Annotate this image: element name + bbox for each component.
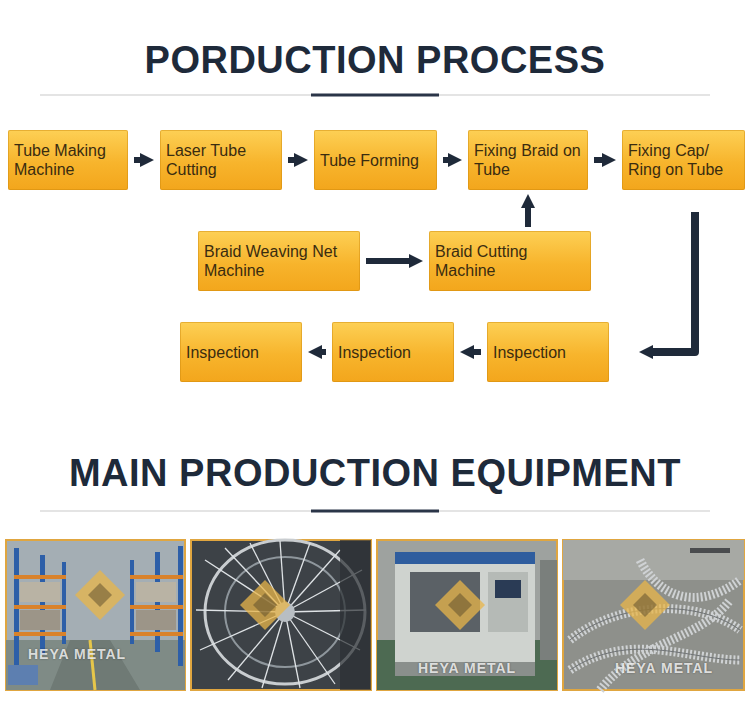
warehouse-photo: [6, 540, 185, 690]
process-box: Braid Weaving Net Machine: [198, 231, 360, 291]
flow-arrow: [443, 157, 454, 163]
step-label: Inspection: [493, 343, 566, 362]
cnc-machine-photo: [377, 540, 557, 690]
step-label: Braid Weaving Net Machine: [204, 242, 354, 280]
flow-arrow: [468, 349, 481, 355]
process-box: Fixing Cap/ Ring on Tube: [622, 130, 745, 190]
braiding-machine-photo: [191, 540, 371, 690]
step-label: Laser Tube Cutting: [166, 141, 276, 179]
step-label: Inspection: [338, 343, 411, 362]
process-box: Tube Forming: [314, 130, 437, 190]
divider-line: [40, 511, 710, 512]
process-box: Laser Tube Cutting: [160, 130, 282, 190]
divider-line: [40, 95, 710, 96]
step-label: Tube Making Machine: [14, 141, 122, 179]
divider-accent: [311, 510, 439, 513]
step-label: Fixing Braid on Tube: [474, 141, 582, 179]
process-box: Fixing Braid on Tube: [468, 130, 588, 190]
divider-accent: [311, 94, 439, 97]
flow-arrow: [316, 349, 326, 355]
metal-hose-photo: [563, 540, 744, 690]
process-box: Braid Cutting Machine: [429, 231, 591, 291]
step-label: Braid Cutting Machine: [435, 242, 585, 280]
step-label: Inspection: [186, 343, 259, 362]
process-box: Tube Making Machine: [8, 130, 128, 190]
step-label: Fixing Cap/ Ring on Tube: [628, 141, 739, 179]
flow-arrow: [288, 157, 300, 163]
flow-arrow: [366, 258, 415, 264]
watermark: HEYA METAL: [418, 660, 516, 676]
section-heading: MAIN PRODUCTION EQUIPMENT: [0, 450, 750, 496]
flow-arrow: [525, 202, 531, 227]
flow-arrow: [647, 212, 695, 352]
step-label: Tube Forming: [320, 151, 419, 170]
watermark: HEYA METAL: [28, 646, 126, 662]
flow-arrow: [594, 157, 608, 163]
page-title: PORDUCTION PROCESS: [0, 37, 750, 83]
watermark: HEYA METAL: [615, 660, 713, 676]
process-box: Inspection: [487, 322, 609, 382]
process-box: Inspection: [332, 322, 454, 382]
process-box: Inspection: [180, 322, 302, 382]
flow-arrow: [134, 157, 146, 163]
